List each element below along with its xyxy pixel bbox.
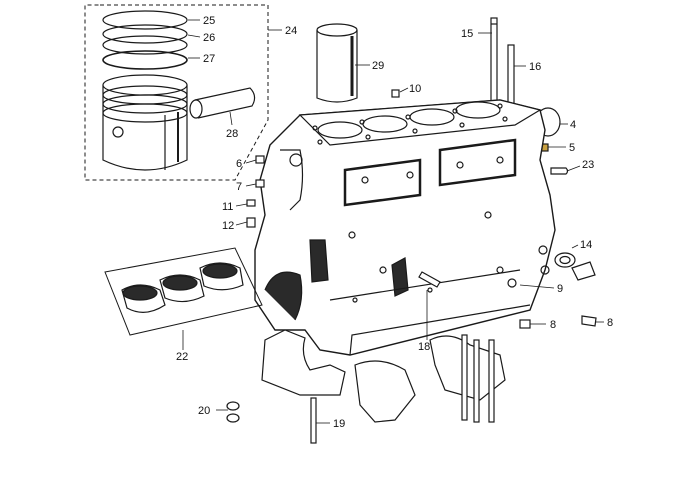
cylinder-liner — [316, 23, 358, 103]
callout-labels: 25 26 27 24 28 29 10 15 16 4 5 23 6 7 11… — [176, 15, 613, 430]
engine-block — [254, 99, 556, 356]
leader-lines — [182, 19, 604, 424]
callout-26: 26 — [203, 32, 215, 44]
callout-28: 28 — [226, 128, 238, 140]
part-10-plug — [391, 89, 400, 98]
callout-5: 5 — [569, 142, 575, 154]
callout-20: 20 — [198, 405, 210, 417]
callout-4: 4 — [570, 119, 576, 131]
piston — [102, 74, 188, 171]
callout-24: 24 — [285, 25, 297, 37]
callout-27: 27 — [203, 53, 215, 65]
part-23-dowel — [550, 167, 569, 175]
callout-8-a: 8 — [550, 319, 556, 331]
bearing-shells-box — [104, 247, 263, 336]
dowel-8b — [581, 315, 597, 327]
dowel-8a — [519, 319, 531, 329]
callout-25: 25 — [203, 15, 215, 27]
stud-18 — [418, 271, 441, 288]
callout-9: 9 — [557, 283, 563, 295]
callout-11: 11 — [222, 201, 233, 213]
piston-group-box — [84, 4, 269, 181]
hex-bolt-14 — [554, 252, 596, 281]
washer-20 — [226, 401, 240, 423]
callout-15: 15 — [461, 28, 473, 40]
piston-rings — [102, 10, 188, 70]
callout-8-b: 8 — [607, 317, 613, 329]
callout-12: 12 — [222, 220, 234, 232]
callout-22: 22 — [176, 351, 188, 363]
gudgeon-pin — [189, 87, 256, 119]
callout-29: 29 — [372, 60, 384, 72]
callout-23: 23 — [582, 159, 594, 171]
callout-10: 10 — [409, 83, 421, 95]
long-studs — [490, 17, 515, 111]
callout-16: 16 — [529, 61, 541, 73]
callout-19: 19 — [333, 418, 345, 430]
bottom-studs — [310, 334, 495, 444]
callout-6: 6 — [236, 158, 242, 170]
callout-18: 18 — [418, 341, 430, 353]
callout-14: 14 — [580, 239, 592, 251]
callout-7: 7 — [236, 181, 242, 193]
small-left-plugs — [246, 155, 265, 228]
